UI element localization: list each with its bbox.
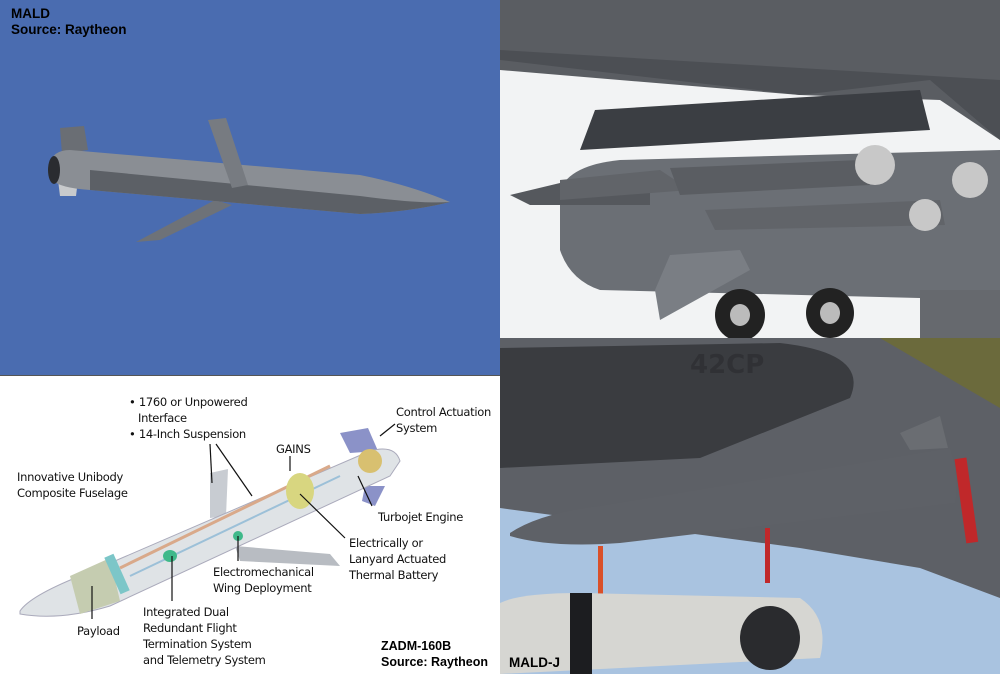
label-flight-termination-line2: Redundant Flight <box>143 621 237 635</box>
label-battery-line2: Lanyard Actuated <box>349 552 446 566</box>
mald-j-title: MALD-J <box>509 655 560 670</box>
label-fuselage-line2: Composite Fuselage <box>17 486 128 500</box>
label-fuselage-line1: Innovative Unibody <box>17 470 124 484</box>
diagram-title: ZADM-160B <box>381 639 452 653</box>
label-flight-termination-line4: and Telemetry System <box>143 653 266 667</box>
label-1760-interface-line2: Interface <box>138 411 187 425</box>
label-1760-interface-line1: • 1760 or Unpowered <box>129 395 248 409</box>
mald-j-photo-panel: 42CP MALD-J <box>500 338 1000 674</box>
label-wing-deployment-line1: Electromechanical <box>213 565 314 579</box>
label-flight-termination-line1: Integrated Dual <box>143 605 229 619</box>
label-gains: GAINS <box>276 442 311 456</box>
label-battery-line1: Electrically or <box>349 536 423 550</box>
mald-missile-image <box>48 118 450 242</box>
diagram-source: Source: Raytheon <box>381 655 488 669</box>
label-payload: Payload <box>77 624 120 638</box>
label-14-inch-suspension: • 14-Inch Suspension <box>129 427 246 441</box>
label-wing-deployment-line2: Wing Deployment <box>213 581 312 595</box>
zadm-160b-diagram-panel: • 1760 or Unpowered Interface • 14-Inch … <box>0 375 500 674</box>
b52-photo-panel <box>500 0 1000 338</box>
mald-source: Source: Raytheon <box>11 22 127 37</box>
pylon-marking-42cp: 42CP <box>690 350 764 380</box>
label-flight-termination-line3: Termination System <box>143 637 252 651</box>
b52-underwing-image <box>500 0 1000 338</box>
label-turbojet-engine: Turbojet Engine <box>378 510 463 524</box>
mald-title: MALD <box>11 6 50 21</box>
mald-j-image: 42CP <box>500 338 1000 674</box>
label-battery-line3: Thermal Battery <box>349 568 439 582</box>
mald-photo-panel: MALD Source: Raytheon <box>0 0 500 375</box>
label-control-actuation-line1: Control Actuation <box>396 405 491 419</box>
label-control-actuation-line2: System <box>396 421 438 435</box>
missile-cutaway-diagram <box>19 423 401 619</box>
